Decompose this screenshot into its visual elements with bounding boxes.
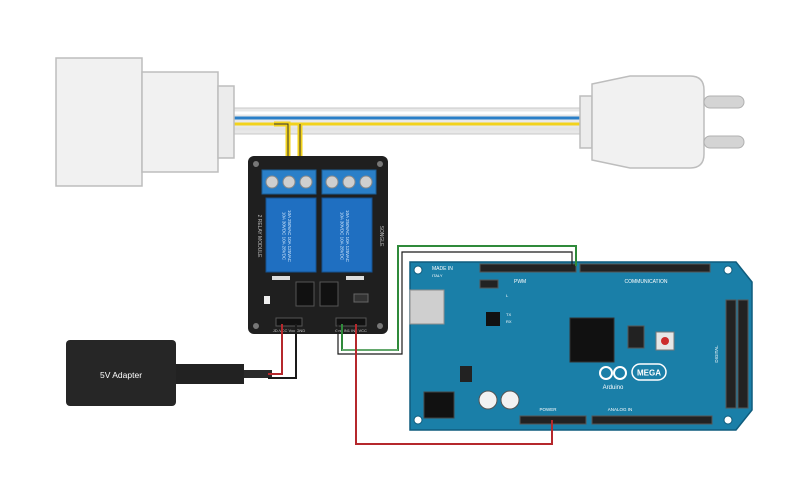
made-in-label: MADE IN bbox=[432, 266, 453, 272]
analog-header bbox=[591, 415, 713, 425]
led-l-label: L bbox=[506, 293, 509, 298]
italy-label: ITALY bbox=[432, 273, 443, 278]
adapter-label: 5V Adapter bbox=[100, 370, 142, 380]
capacitor-1 bbox=[478, 390, 498, 410]
relay-module: 10A 250VAC 10A 125VAC10A 30VDC 10A 28VDC… bbox=[248, 156, 388, 334]
analog-in-label: ANALOG IN bbox=[608, 407, 633, 412]
mains-cable bbox=[229, 107, 586, 135]
power-label: POWER bbox=[539, 407, 557, 412]
relay-brand: SONGLE bbox=[378, 226, 384, 248]
regulator bbox=[460, 366, 472, 382]
relay-2: 10A 250VAC 10A 125VAC10A 30VDC 10A 28VDC bbox=[321, 197, 373, 273]
arduino-logo: Arduino bbox=[599, 366, 627, 391]
relay-right-header-label: Gnd IN1 IN2 VCC bbox=[335, 328, 367, 333]
digital-label: DIGITAL bbox=[714, 345, 719, 363]
wire-black-gnd bbox=[337, 251, 573, 355]
usb-chip bbox=[486, 312, 500, 326]
mains-socket bbox=[55, 57, 235, 187]
power-adapter: 5V Adapter bbox=[66, 340, 272, 406]
wire-adapter-black bbox=[268, 324, 297, 379]
plug-pin-bottom bbox=[703, 135, 745, 149]
relay-left-header: JD-VCC Vcc GND bbox=[273, 317, 306, 333]
wire-green-signal bbox=[341, 245, 577, 351]
relay-1: 10A 250VAC 10A 125VAC10A 30VDC 10A 28VDC bbox=[265, 197, 317, 273]
arduino-mega: MADE IN ITALY PWM COMMUNICATION POWER AN… bbox=[409, 261, 753, 431]
mega-label: MEGA bbox=[637, 369, 661, 378]
relay-left-header-label: JD-VCC Vcc GND bbox=[273, 328, 306, 333]
relay-module-title: 2 RELAY MODULE bbox=[256, 215, 262, 259]
communication-label: COMMUNICATION bbox=[625, 279, 668, 285]
plug-pin-top bbox=[703, 95, 745, 109]
mega-badge: MEGA bbox=[631, 363, 667, 381]
relay-2-spec: 10A 250VAC 10A 125VAC10A 30VDC 10A 28VDC bbox=[340, 210, 350, 263]
rx-label: RX bbox=[506, 319, 512, 324]
terminal-block-2 bbox=[321, 169, 377, 195]
pwm-label: PWM bbox=[514, 279, 526, 285]
icsp-header bbox=[627, 325, 645, 349]
main-chip bbox=[569, 317, 615, 363]
terminal-block-1 bbox=[261, 169, 317, 195]
relay-1-spec: 10A 250VAC 10A 125VAC10A 30VDC 10A 28VDC bbox=[282, 210, 292, 263]
capacitor-2 bbox=[500, 390, 520, 410]
digital-header-top bbox=[479, 263, 711, 273]
usb-port bbox=[409, 289, 445, 325]
wire-adapter-red bbox=[268, 324, 283, 375]
power-jack bbox=[423, 391, 455, 419]
wire-red-vcc bbox=[355, 324, 553, 445]
relay-right-header: Gnd IN1 IN2 VCC bbox=[335, 317, 367, 333]
digital-header-right bbox=[725, 299, 749, 409]
tx-label: TX bbox=[506, 312, 511, 317]
arduino-logo-text: Arduino bbox=[603, 385, 624, 391]
mains-plug bbox=[579, 75, 745, 169]
